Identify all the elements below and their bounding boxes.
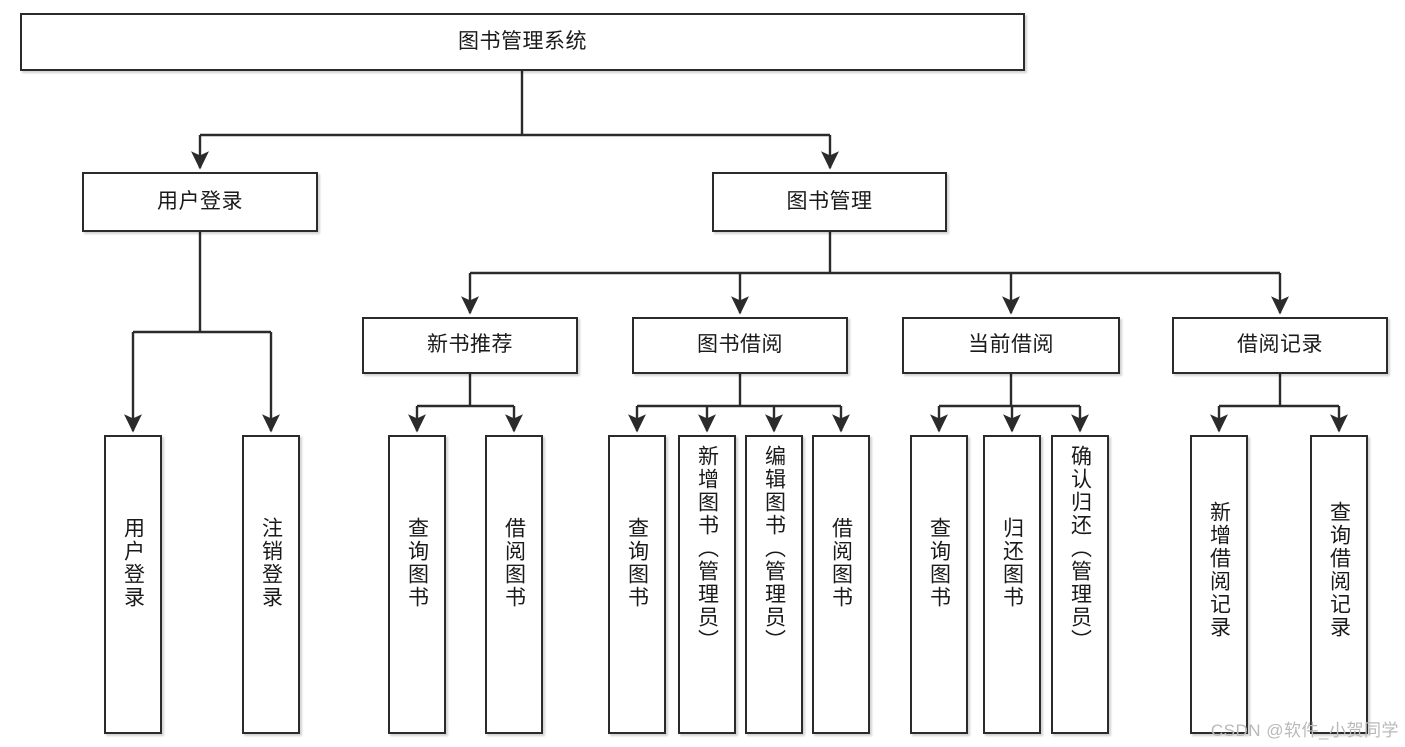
node-leaf-return-book-label: 归还图书 bbox=[1000, 517, 1024, 609]
node-root-label: 图书管理系统 bbox=[458, 29, 587, 53]
node-leaf-add-record-label: 新增借阅记录 bbox=[1207, 501, 1231, 639]
node-leaf-query-book-2[interactable]: 查询图书 bbox=[608, 435, 666, 734]
node-book-borrow[interactable]: 图书借阅 bbox=[632, 317, 848, 374]
node-leaf-edit-book[interactable]: 编辑图书（管理员） bbox=[745, 435, 803, 734]
node-leaf-query-book-3[interactable]: 查询图书 bbox=[910, 435, 968, 734]
node-leaf-logout-label: 注销登录 bbox=[259, 517, 283, 609]
node-leaf-borrow-book-2[interactable]: 借阅图书 bbox=[812, 435, 870, 734]
node-book-manage[interactable]: 图书管理 bbox=[712, 172, 947, 232]
node-borrow-record[interactable]: 借阅记录 bbox=[1172, 317, 1388, 374]
node-leaf-logout[interactable]: 注销登录 bbox=[242, 435, 300, 734]
node-user-login-label: 用户登录 bbox=[157, 189, 243, 213]
node-leaf-query-book-1[interactable]: 查询图书 bbox=[388, 435, 446, 734]
node-new-book-rec[interactable]: 新书推荐 bbox=[362, 317, 578, 374]
node-leaf-query-book-3-label: 查询图书 bbox=[927, 517, 951, 609]
node-leaf-edit-book-label: 编辑图书（管理员） bbox=[762, 445, 786, 652]
node-leaf-borrow-book-1[interactable]: 借阅图书 bbox=[485, 435, 543, 734]
node-current-borrow[interactable]: 当前借阅 bbox=[902, 317, 1120, 374]
node-user-login[interactable]: 用户登录 bbox=[82, 172, 318, 232]
node-leaf-user-login[interactable]: 用户登录 bbox=[104, 435, 162, 734]
node-leaf-user-login-label: 用户登录 bbox=[121, 517, 145, 609]
node-leaf-borrow-book-1-label: 借阅图书 bbox=[502, 517, 526, 609]
node-leaf-query-record[interactable]: 查询借阅记录 bbox=[1310, 435, 1368, 734]
node-leaf-query-record-label: 查询借阅记录 bbox=[1327, 501, 1351, 639]
node-leaf-confirm-return-label: 确认归还（管理员） bbox=[1068, 445, 1092, 652]
csdn-watermark: CSDN @软件_小贺同学 bbox=[1210, 721, 1399, 740]
node-borrow-record-label: 借阅记录 bbox=[1237, 333, 1323, 357]
node-leaf-add-record[interactable]: 新增借阅记录 bbox=[1190, 435, 1248, 734]
node-leaf-query-book-2-label: 查询图书 bbox=[625, 517, 649, 609]
node-leaf-borrow-book-2-label: 借阅图书 bbox=[829, 517, 853, 609]
node-book-manage-label: 图书管理 bbox=[786, 189, 873, 213]
node-current-borrow-label: 当前借阅 bbox=[968, 333, 1054, 357]
node-leaf-confirm-return[interactable]: 确认归还（管理员） bbox=[1051, 435, 1109, 734]
node-leaf-add-book[interactable]: 新增图书（管理员） bbox=[678, 435, 736, 734]
node-new-book-rec-label: 新书推荐 bbox=[427, 333, 513, 357]
node-root[interactable]: 图书管理系统 bbox=[20, 13, 1025, 71]
node-leaf-add-book-label: 新增图书（管理员） bbox=[695, 445, 719, 652]
node-book-borrow-label: 图书借阅 bbox=[697, 333, 783, 357]
node-leaf-query-book-1-label: 查询图书 bbox=[405, 517, 429, 609]
node-leaf-return-book[interactable]: 归还图书 bbox=[983, 435, 1041, 734]
